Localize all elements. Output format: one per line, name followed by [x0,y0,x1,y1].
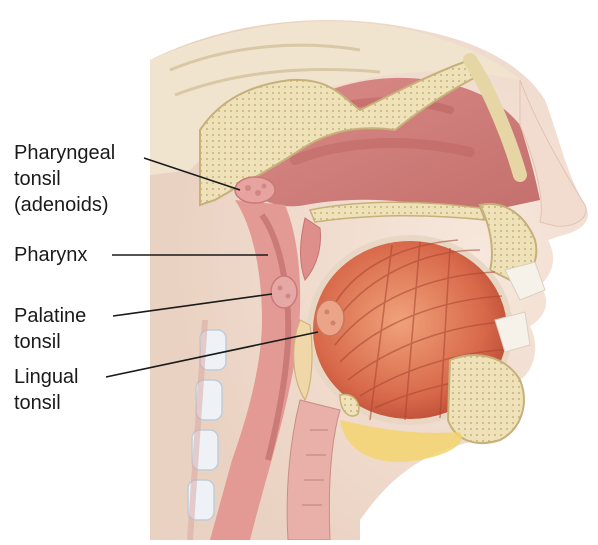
label-pharynx: Pharynx [14,242,87,268]
label-pharyngeal-tonsil-line-3: (adenoids) [14,192,115,218]
label-pharynx-line-1: Pharynx [14,242,87,268]
lingual-tonsil-leader [106,332,318,377]
label-lingual-tonsil-line-2: tonsil [14,390,79,416]
label-pharyngeal-tonsil-line-2: tonsil [14,166,115,192]
label-pharyngeal-tonsil: Pharyngeal tonsil (adenoids) [14,140,115,218]
label-pharyngeal-tonsil-line-1: Pharyngeal [14,140,115,166]
palatine-tonsil-leader [113,294,272,316]
pharyngeal-tonsil-leader [144,158,240,190]
label-lingual-tonsil: Lingual tonsil [14,364,79,416]
label-palatine-tonsil-line-2: tonsil [14,329,86,355]
label-palatine-tonsil: Palatine tonsil [14,303,86,355]
label-lingual-tonsil-line-1: Lingual [14,364,79,390]
label-palatine-tonsil-line-1: Palatine [14,303,86,329]
